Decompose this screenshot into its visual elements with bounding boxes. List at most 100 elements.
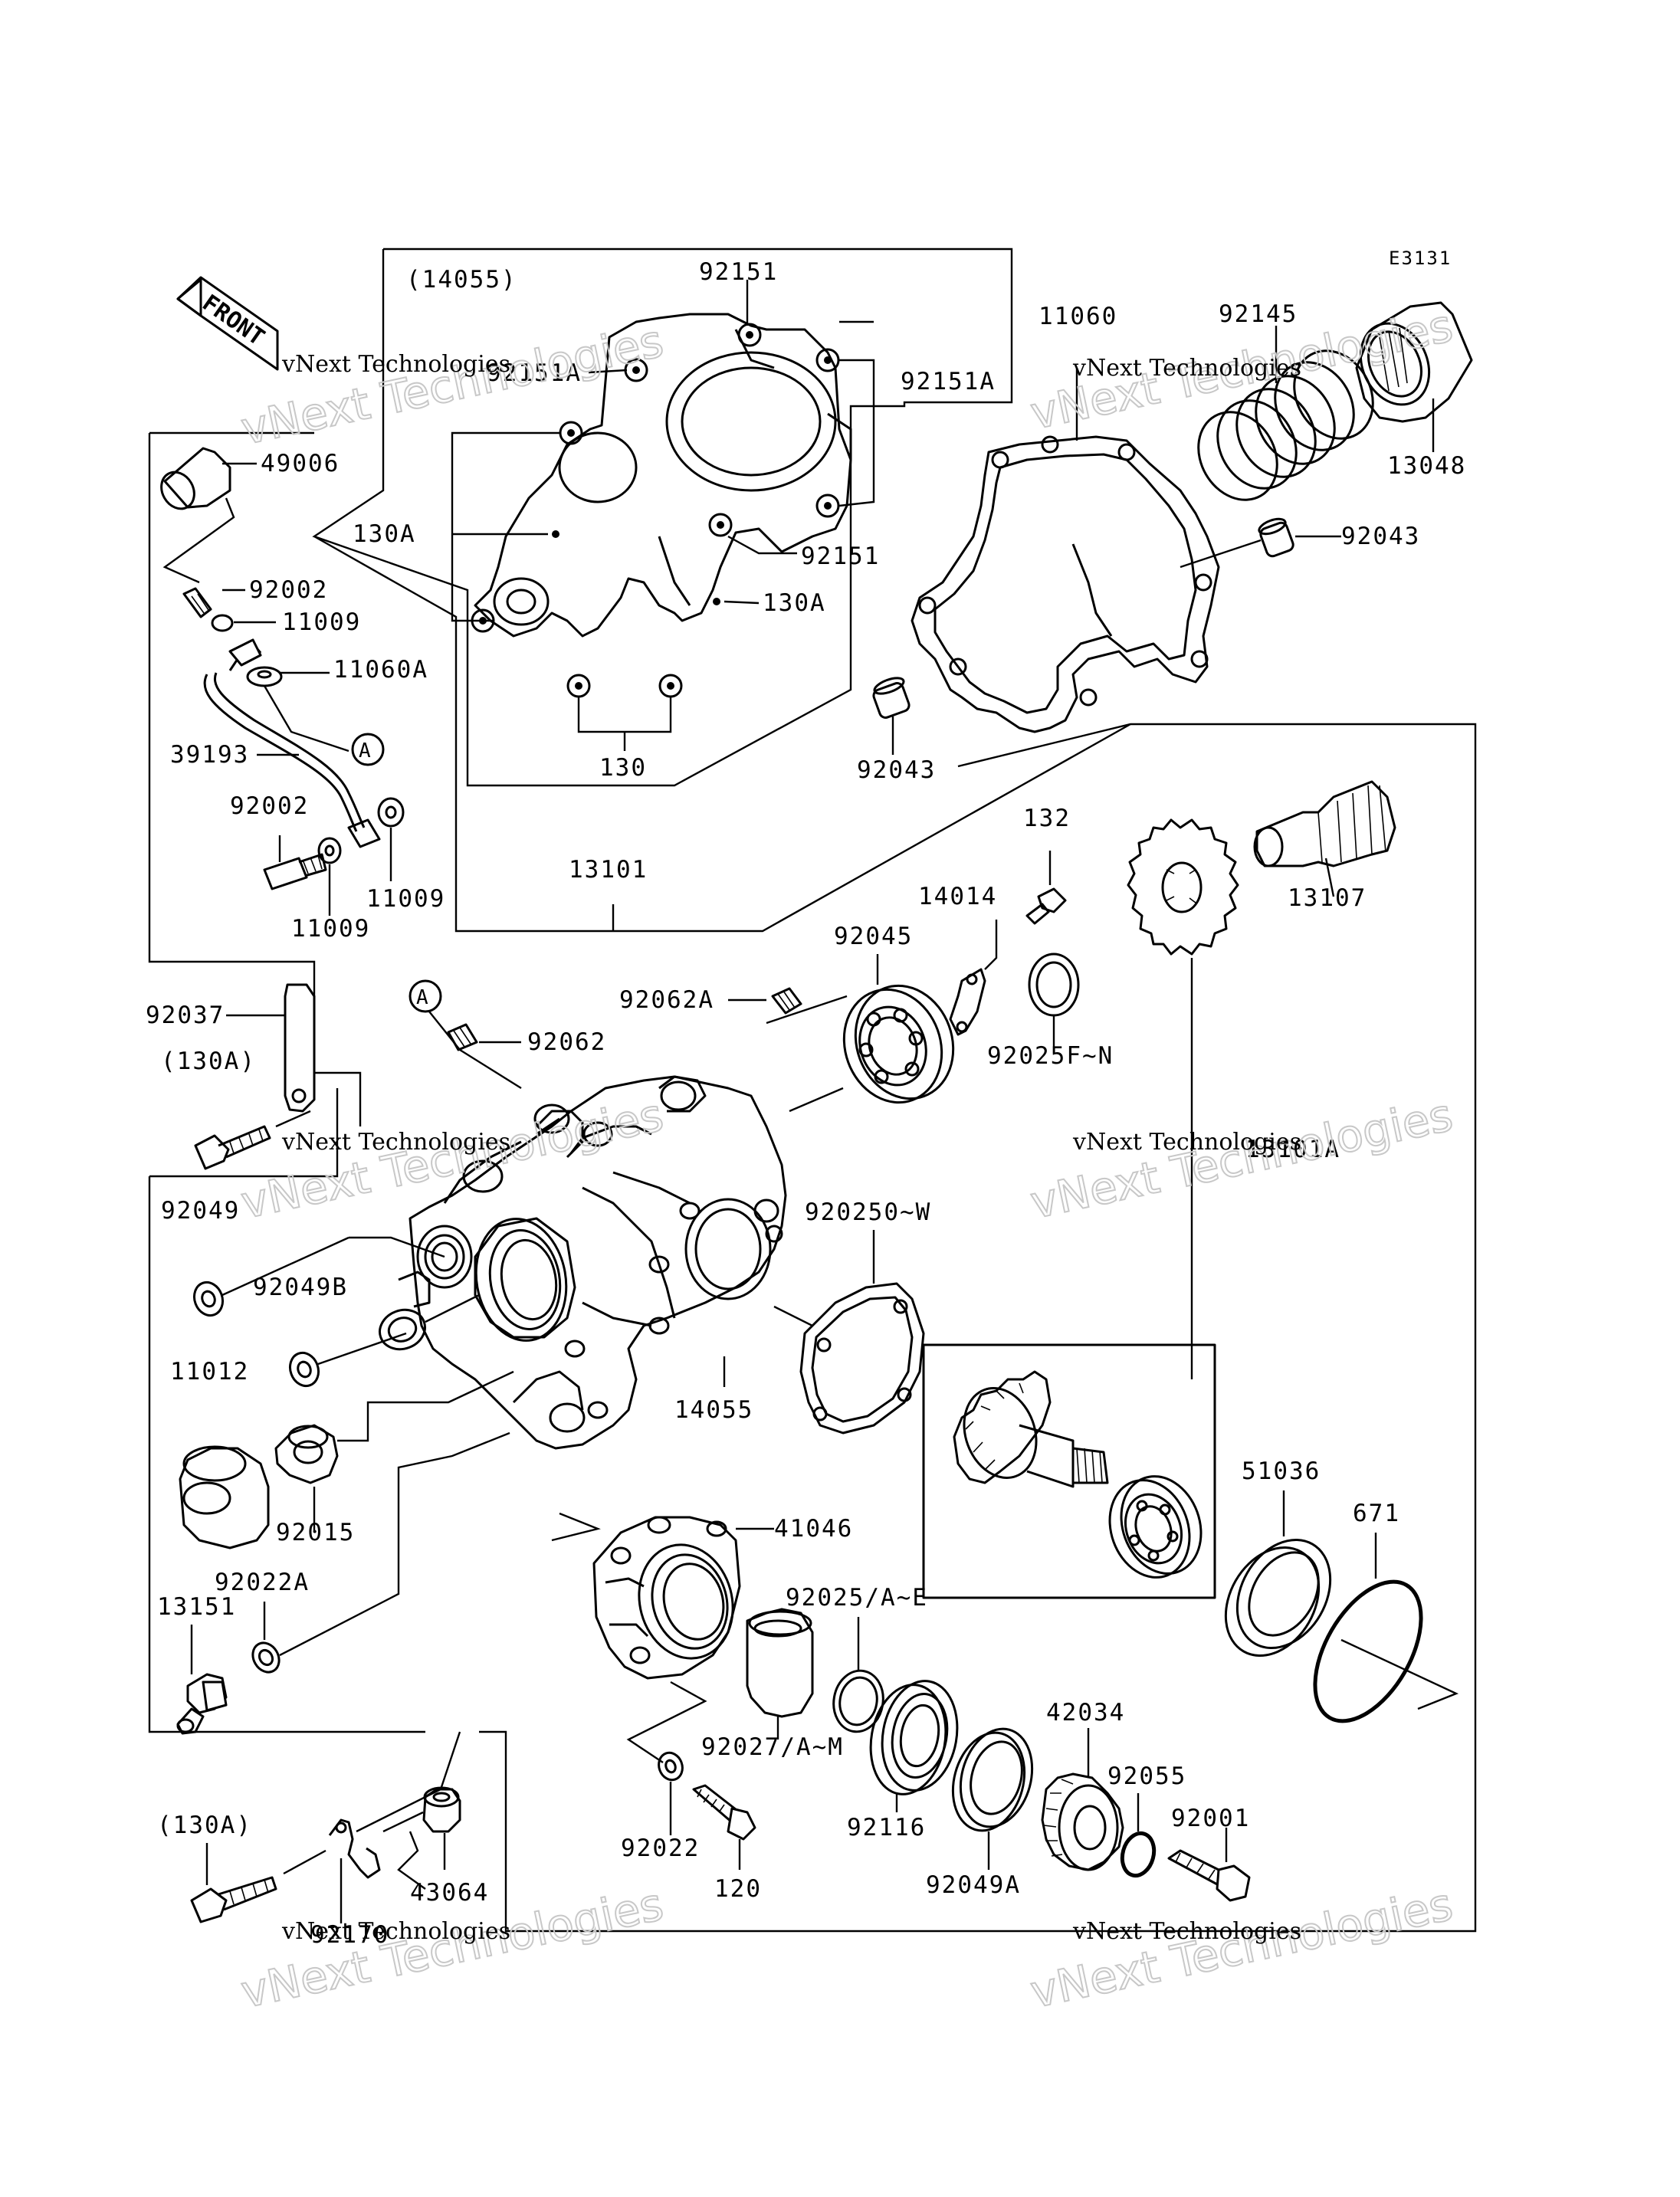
breather-assembly [160,447,405,916]
bolt-130A-lower [190,1843,326,1923]
label-13107: 13107 [1288,884,1367,912]
watermark-1-text: vNext Technologies [281,351,510,378]
oring-92055 [1120,1793,1157,1878]
label-92151-top: 92151 [699,258,778,286]
label-92002-bottom: 92002 [230,792,309,820]
grommet-43064 [382,1786,461,1890]
label-130A-ref-upper: (130A) [161,1048,256,1075]
label-92062A: 92062A [619,986,714,1014]
label-920250-W: 920250~W [805,1199,931,1226]
boundary-lines [148,248,1477,1933]
front-direction-arrow: FRONT [176,276,279,371]
label-130: 130 [599,754,647,782]
callout-A-2: A [416,986,430,1009]
label-92025-A-E: 92025/A~E [786,1584,928,1612]
label-92002-top: 92002 [249,576,328,604]
part-labels: E3131 (14055) 92151 92151A 92151A 92151 … [146,248,1466,1949]
shaft-13107 [1253,780,1396,897]
pinion-inset [922,1343,1216,1599]
watermark-3-text: vNext Technologies [281,1129,510,1156]
ring-92025AE [832,1617,884,1733]
label-11009-bottom: 11009 [291,915,370,943]
plugs-92062 [409,979,802,1090]
cover-14055 [451,280,875,751]
label-92151-mid: 92151 [801,543,880,570]
label-120: 120 [714,1875,762,1903]
label-132: 132 [1023,805,1071,832]
label-92151A-left: 92151A [487,359,582,387]
label-41046: 41046 [774,1515,853,1543]
label-49006: 49006 [261,450,340,477]
label-43064: 43064 [410,1879,489,1907]
dowel-pins-92043 [872,517,1341,755]
label-14055-ref: (14055) [406,266,517,293]
label-92022A: 92022A [215,1569,310,1596]
washer-92022-bolt-120 [658,1751,756,1870]
label-11009-right: 11009 [366,885,445,913]
diagram-code: E3131 [1389,248,1452,269]
label-92049B: 92049B [253,1274,348,1301]
seal-92049A [951,1727,1034,1870]
watermark-2-text: vNext Technologies [1072,355,1301,382]
cover-bolt-holes [471,323,840,698]
watermark-4-outline: vNext Technologies [1026,1089,1457,1229]
label-92043-right: 92043 [1341,523,1420,550]
label-11009-top: 11009 [282,608,361,636]
gasket-11060 [911,368,1220,733]
label-11060: 11060 [1039,303,1117,330]
label-13151: 13151 [157,1593,236,1621]
callout-A-1: A [359,739,372,762]
label-13101: 13101 [569,856,648,884]
housing-41046 [551,1512,774,1763]
label-92062: 92062 [527,1028,606,1056]
bolt-92001 [1167,1828,1251,1902]
oring-671 [1313,1533,1459,1723]
label-92145: 92145 [1219,300,1298,328]
label-130A-right: 130A [763,589,826,617]
spring-92145 [1197,326,1374,501]
bolt-132-and-plate [949,851,1080,1054]
label-92045: 92045 [834,923,913,950]
watermark-3-outline: vNext Technologies [237,1089,668,1229]
label-671: 671 [1353,1500,1400,1527]
gasket-920250 [773,1230,925,1435]
label-92049A: 92049A [926,1871,1021,1899]
label-51036: 51036 [1242,1458,1321,1485]
label-92022: 92022 [621,1835,700,1862]
label-130A-ref-lower: (130A) [157,1812,252,1839]
label-130A-left: 130A [353,520,416,548]
label-92015: 92015 [276,1519,355,1546]
label-92055: 92055 [1107,1763,1186,1790]
label-42034: 42034 [1046,1699,1125,1726]
sleeve-92027 [746,1608,814,1740]
bearing-92045 [766,954,955,1113]
watermark-5-text: vNext Technologies [281,1918,510,1945]
label-92001: 92001 [1171,1805,1250,1832]
switch-13151 [176,1431,510,1735]
label-92151A-right: 92151A [901,368,996,395]
bracket-92037 [194,983,362,1170]
label-92170: 92170 [310,1921,389,1949]
ring-gear [1127,818,1239,1379]
seal-51036 [1224,1490,1332,1658]
watermark-6-text: vNext Technologies [1072,1918,1301,1945]
gear-42034 [1041,1728,1124,1871]
label-92037: 92037 [146,1002,225,1029]
label-92043-left: 92043 [857,756,936,784]
label-92049: 92049 [161,1197,240,1225]
label-11060A: 11060A [333,656,428,684]
label-13101A: 13101A [1245,1136,1340,1163]
label-92116: 92116 [847,1814,926,1841]
bearing-92116 [869,1680,959,1812]
seals-left [179,1236,514,1549]
watermark-6-outline: vNext Technologies [1026,1878,1457,2018]
label-92027-A-M: 92027/A~M [701,1733,844,1761]
collar-13048 [1355,301,1473,452]
watermark-4-text: vNext Technologies [1072,1129,1301,1156]
label-14014: 14014 [918,883,997,910]
label-39193: 39193 [170,741,249,769]
label-13048: 13048 [1387,452,1466,480]
label-11012: 11012 [170,1358,249,1385]
main-housing-14055 [398,1075,787,1450]
